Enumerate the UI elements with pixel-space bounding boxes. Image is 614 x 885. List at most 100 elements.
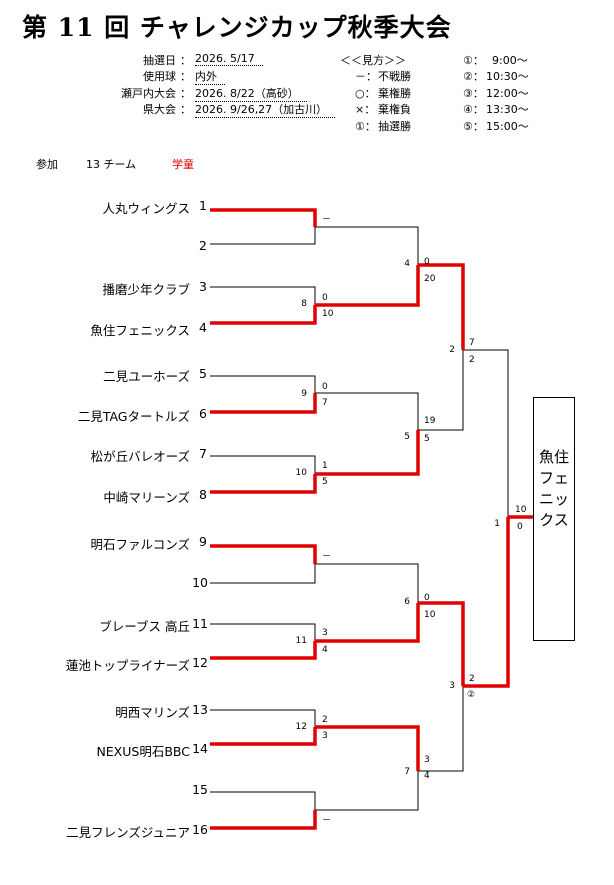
game-number: 9 <box>301 389 307 399</box>
game-score-bottom: 5 <box>424 434 430 444</box>
legend-text: 不戦勝 <box>378 70 411 83</box>
game-score-bottom: 4 <box>424 771 430 781</box>
team-name: NEXUS明石BBC <box>96 744 190 759</box>
team-name: ブレーブス 高丘 <box>99 619 190 634</box>
team-name: 二見ユーホーズ <box>103 369 190 384</box>
time-value: 12:00～ <box>486 87 529 100</box>
seed-number: 15 <box>192 782 208 797</box>
time-mark: ④： <box>463 103 484 116</box>
game-score-top: 3 <box>322 628 328 638</box>
seed-number: 9 <box>199 534 207 549</box>
time-mark: ①： <box>463 54 484 67</box>
game-score-top: 10 <box>515 505 527 515</box>
team-name: 中崎マリーンズ <box>103 490 190 505</box>
seed-number: 16 <box>192 822 208 837</box>
seed-number: 13 <box>192 702 208 717</box>
game-score-top: 0 <box>322 293 328 303</box>
game-number: 6 <box>404 597 410 607</box>
seed-number: 1 <box>199 198 207 213</box>
bracket-win-lines <box>210 208 533 830</box>
game-score-top: 19 <box>424 416 436 426</box>
game-number: 5 <box>404 432 410 442</box>
game-score-top: 0 <box>322 382 328 392</box>
game-score-top: － <box>322 215 332 225</box>
bracket-black-lines <box>210 226 509 811</box>
info-colon: ： <box>180 70 191 83</box>
seed-number: 5 <box>199 366 207 381</box>
game-number: 12 <box>295 722 307 732</box>
game-number: 10 <box>295 468 307 478</box>
game-score-top: 3 <box>424 755 430 765</box>
info-label-prefecture: 県大会 <box>143 103 176 116</box>
seed-number: 10 <box>192 575 208 590</box>
legend-mark: ①： <box>355 120 376 133</box>
info-colon: ： <box>180 103 191 116</box>
participation-label: 参加 <box>36 158 58 171</box>
team-name: 人丸ウィングス <box>102 201 190 216</box>
info-label-draw-date: 抽選日 <box>143 54 176 67</box>
team-name: 明西マリンズ <box>115 705 190 720</box>
legend-heading: ＜＜見方＞＞ <box>340 54 406 67</box>
legend-text: 棄権勝 <box>378 87 411 100</box>
game-score-bottom: 7 <box>322 398 328 408</box>
team-name: 二見TAGタートルズ <box>77 409 190 424</box>
game-number: 3 <box>449 681 455 691</box>
game-score-bottom: 20 <box>424 274 436 284</box>
info-label-setouchi: 瀬戸内大会 <box>121 87 176 100</box>
game-score-top: － <box>322 552 332 562</box>
seed-number: 7 <box>199 446 207 461</box>
team-name: 二見フレンズジュニア <box>66 825 190 840</box>
game-score-top: 0 <box>424 257 430 267</box>
legend-mark: ○： <box>355 87 376 100</box>
game-number: 2 <box>449 345 455 355</box>
team-name: 明石ファルコンズ <box>90 537 190 552</box>
page-title: 第 11 回 チャレンジカップ秋季大会 <box>22 13 452 42</box>
game-score-bottom: ② <box>467 690 476 700</box>
game-score-bottom: 4 <box>322 645 328 655</box>
game-score-top: 2 <box>322 715 328 725</box>
team-name: 蓮池トップライナーズ <box>65 658 190 673</box>
participation-count: 13 チーム <box>86 158 137 171</box>
game-score-bottom: － <box>322 816 332 826</box>
info-value-setouchi: 2026. 8/22（高砂） <box>195 85 307 102</box>
info-colon: ： <box>180 54 191 67</box>
time-mark: ③： <box>463 87 484 100</box>
game-score-bottom: 5 <box>322 477 328 487</box>
game-number: 4 <box>404 259 410 269</box>
time-value: 15:00～ <box>486 120 529 133</box>
time-value: 9:00～ <box>492 54 528 67</box>
champion-box: 魚住フェニックス <box>533 397 575 641</box>
info-label-ball: 使用球 <box>143 70 176 83</box>
seed-number: 4 <box>199 320 207 335</box>
info-value-ball: 内外 <box>195 68 225 85</box>
info-value-draw-date: 2026. 5/17 <box>195 52 263 66</box>
legend-mark: －： <box>355 70 377 83</box>
game-number: 7 <box>404 767 410 777</box>
info-colon: ： <box>180 87 191 100</box>
game-number: 11 <box>295 636 307 646</box>
champion-name: 魚住フェニックス <box>538 448 569 529</box>
game-score-top: 0 <box>424 593 430 603</box>
time-mark: ⑤： <box>463 120 484 133</box>
game-score-bottom: 3 <box>322 731 328 741</box>
team-name: 魚住フェニックス <box>90 323 190 338</box>
time-mark: ②： <box>463 70 484 83</box>
game-score-bottom: 0 <box>517 522 523 532</box>
seed-number: 2 <box>199 238 207 253</box>
game-score-top: 2 <box>469 674 475 684</box>
game-score-top: 1 <box>322 461 328 471</box>
info-value-prefecture: 2026. 9/26,27（加古川） <box>195 101 336 118</box>
time-value: 13:30～ <box>486 103 529 116</box>
legend-text: 抽選勝 <box>378 120 411 133</box>
time-value: 10:30～ <box>486 70 529 83</box>
seed-number: 11 <box>192 616 208 631</box>
game-score-bottom: 10 <box>322 309 334 319</box>
game-score-bottom: 10 <box>424 610 436 620</box>
seed-number: 3 <box>199 279 207 294</box>
legend-mark: ×： <box>355 103 376 116</box>
team-name: 松が丘バレオーズ <box>90 449 190 464</box>
seed-number: 12 <box>192 655 208 670</box>
seed-number: 6 <box>199 406 207 421</box>
game-number: 1 <box>494 519 500 529</box>
